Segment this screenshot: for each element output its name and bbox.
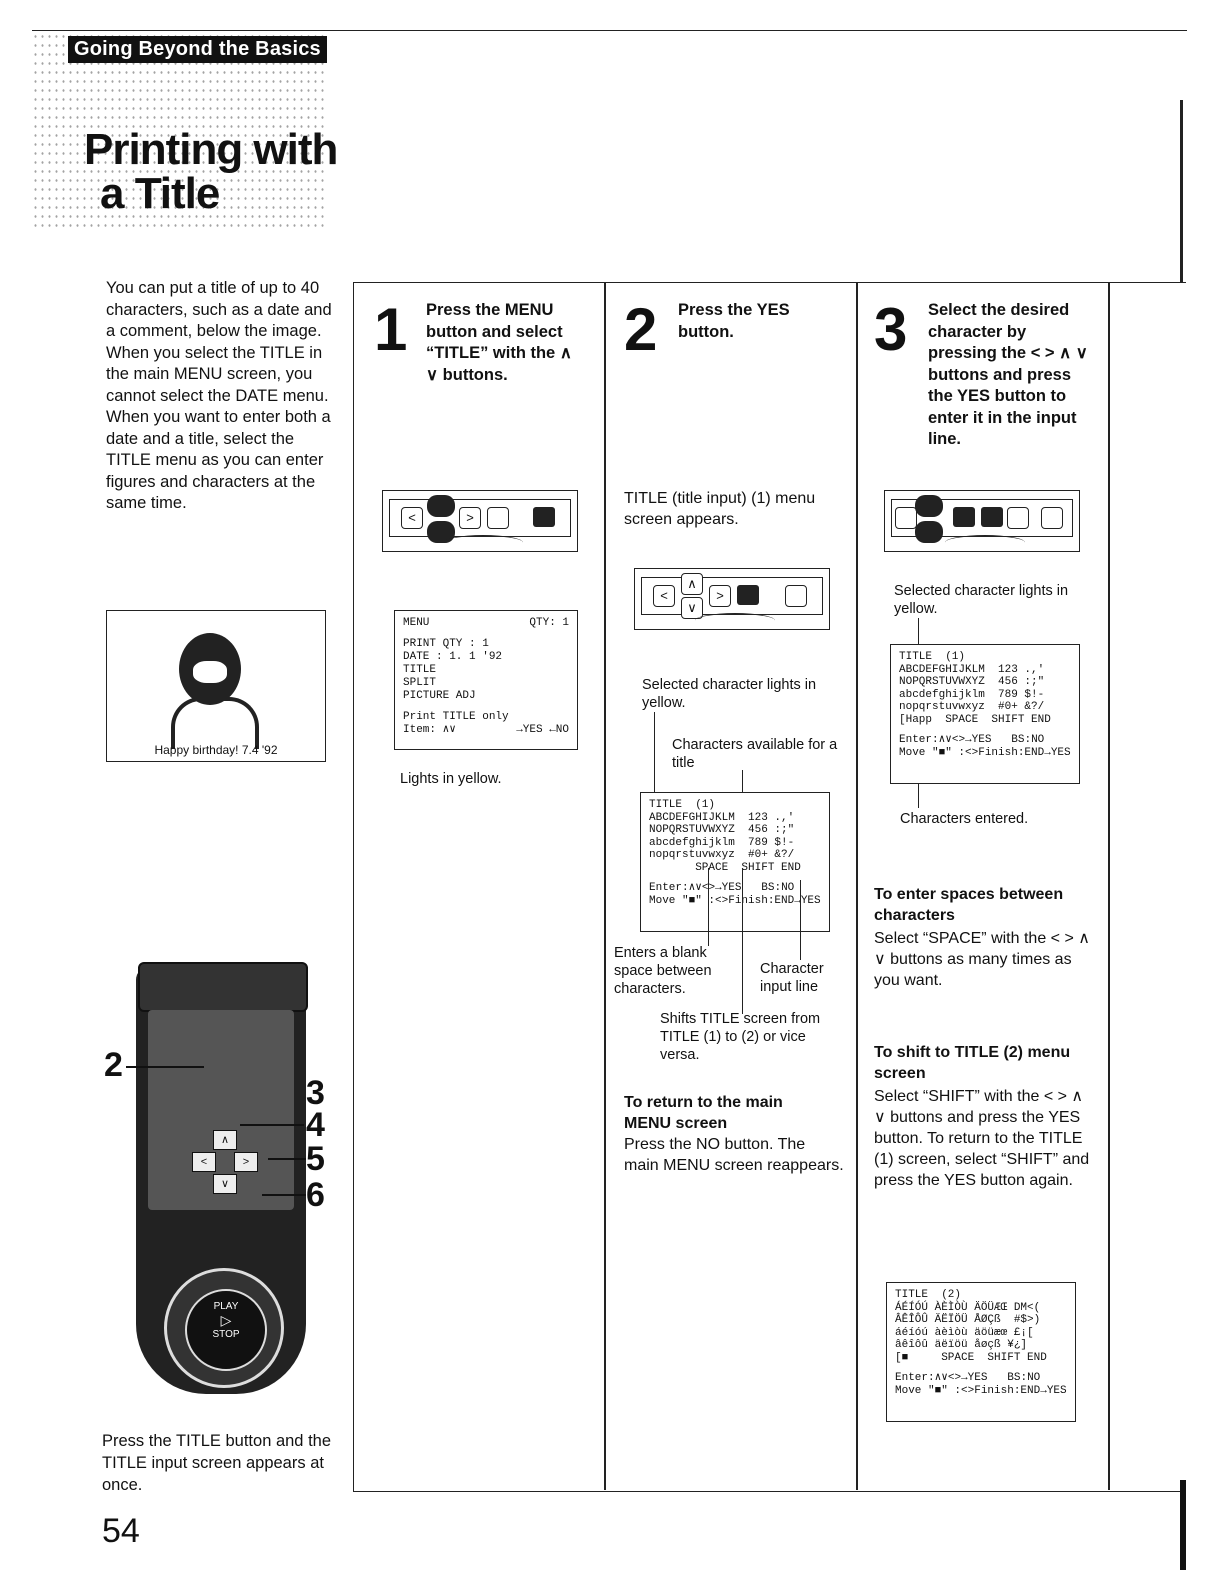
label-input-line: Character input line [760, 961, 824, 995]
return-text: Press the NO button. The main MENU scree… [624, 1136, 844, 1174]
jog-dial: PLAY ▷ STOP [164, 1268, 284, 1388]
step-2-control-panel: < ∧ ∨ > [634, 568, 830, 630]
up-arrow-icon: ∧ [213, 1130, 237, 1150]
yes-button-icon [785, 585, 807, 607]
column-divider-2 [856, 282, 858, 1490]
step-2-title-screen: TITLE (1) ABCDEFGHIJKLM 123 .,' NOPQRSTU… [640, 792, 830, 932]
column-divider-3 [1108, 282, 1110, 1490]
step-2-instruction: Press the YES button. [678, 301, 790, 341]
left-button-icon: < [401, 507, 423, 529]
spaces-heading: To enter spaces between characters [874, 886, 1064, 924]
shift-text: Select “SHIFT” with the < > ∧ ∨ buttons … [874, 1088, 1090, 1189]
callout-3: 3 [306, 1074, 325, 1112]
menu-button-icon [533, 507, 555, 527]
label-characters-available: Characters available for a title [672, 737, 838, 771]
step-3-title-screen: TITLE (1) ABCDEFGHIJKLM 123 .,' NOPQRSTU… [890, 644, 1080, 784]
step-3-label-selected: Selected character lights in yellow. [894, 583, 1069, 617]
step-3-title2-screen: TITLE (2) ÁÉÍÓÚ ÀÈÌÒÙ ÄÖÜÆŒ DM<( ÂÊÎÔÛ Ä… [886, 1282, 1076, 1422]
callout-line-5 [268, 1158, 306, 1160]
left-arrow-icon: < [192, 1152, 216, 1172]
label-blank-space: Enters a blank space between characters. [614, 945, 712, 997]
label-selected-character: Selected character lights in yellow. [642, 677, 817, 711]
header-halftone [32, 32, 328, 227]
right-bar [1180, 100, 1183, 283]
label-shift: Shifts TITLE screen from TITLE (1) to (2… [660, 1011, 821, 1063]
step-1-number: 1 [374, 296, 408, 363]
photo-caption: Happy birthday! 7.4 '92 [154, 743, 278, 757]
column-divider-1 [604, 282, 606, 1490]
down-arrow-icon: ∨ [213, 1174, 237, 1194]
callout-4: 4 [306, 1106, 325, 1144]
direction-pad: ∧ < > ∨ [192, 1130, 258, 1194]
section-tag: Going Beyond the Basics [68, 36, 327, 63]
callout-2: 2 [104, 1046, 123, 1084]
shift-heading: To shift to TITLE (2) menu screen [874, 1044, 1071, 1082]
step-3-instruction: Select the desired character by pressing… [928, 301, 1088, 448]
spaces-text: Select “SPACE” with the < > ∧ ∨ buttons … [874, 930, 1090, 989]
step-3-number: 3 [874, 296, 908, 363]
sample-print-photo: Happy birthday! 7.4 '92 [106, 610, 326, 762]
top-rule [32, 30, 1187, 31]
step-2-number: 2 [624, 296, 658, 363]
callout-5: 5 [306, 1140, 325, 1178]
step-3-control-panel [884, 490, 1080, 552]
return-heading: To return to the main MENU screen [624, 1094, 783, 1132]
page-title: Printing with a Title [84, 125, 338, 218]
callout-6: 6 [306, 1176, 325, 1214]
right-button-icon: > [459, 507, 481, 529]
callout-line-6 [262, 1194, 306, 1196]
steps-frame [353, 282, 1186, 1492]
step-3-label-entered: Characters entered. [900, 811, 1029, 827]
step-1-instruction: Press the MENU button and select “TITLE”… [426, 301, 572, 384]
right-bottom-bar [1180, 1480, 1186, 1570]
callout-line-2 [126, 1066, 204, 1068]
page-number: 54 [102, 1512, 140, 1550]
step-1-note: Lights in yellow. [400, 771, 502, 787]
callout-line-4 [240, 1124, 304, 1126]
remote-control-illustration: ∧ < > ∨ PLAY ▷ STOP [136, 962, 308, 1394]
step-2-result: TITLE (title input) (1) menu screen appe… [624, 490, 816, 528]
step-1-control-panel: < > [382, 490, 578, 552]
intro-text: You can put a title of up to 40 characte… [106, 279, 332, 512]
remote-caption: Press the TITLE button and the TITLE inp… [102, 1432, 332, 1494]
step-1-menu-screen: MENU QTY: 1 PRINT QTY : 1 DATE : 1. 1 '9… [394, 610, 578, 750]
right-arrow-icon: > [234, 1152, 258, 1172]
